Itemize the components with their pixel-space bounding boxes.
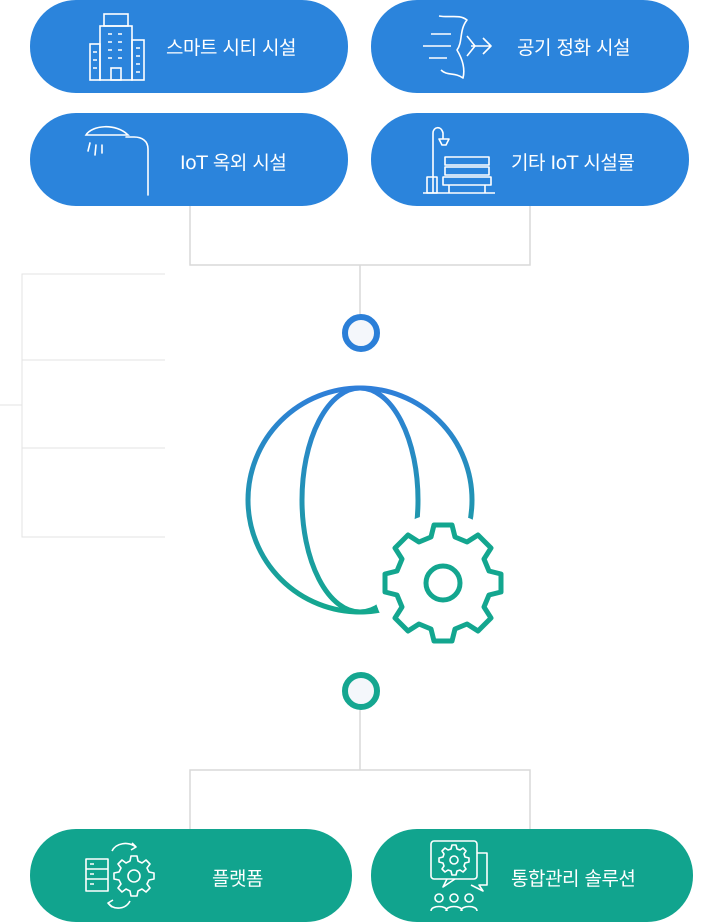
globe-gear-icon (245, 385, 504, 644)
air-purification-facility-button[interactable]: 공기 정화 시설 (371, 0, 689, 93)
server-gear-icon (85, 842, 155, 909)
pill-label: 통합관리 솔루션 (511, 868, 636, 890)
other-iot-facility-button[interactable]: 기타 IoT 시설물 (371, 113, 689, 206)
pill-label: 공기 정화 시설 (517, 37, 630, 59)
pill-label: 기타 IoT 시설물 (511, 152, 635, 174)
integrated-management-solution-button[interactable]: 통합관리 솔루션 (371, 829, 693, 922)
smart-city-facility-button[interactable]: 스마트 시티 시설 (30, 0, 348, 93)
iot-outdoor-facility-button[interactable]: IoT 옥외 시설 (30, 113, 348, 206)
platform-button[interactable]: 플랫폼 (30, 829, 352, 922)
top-connector-dot (342, 314, 380, 352)
pill-label: IoT 옥외 시설 (180, 152, 287, 174)
pill-label: 플랫폼 (212, 868, 263, 890)
pill-label: 스마트 시티 시설 (166, 37, 296, 59)
bottom-connector-dot (342, 672, 380, 710)
